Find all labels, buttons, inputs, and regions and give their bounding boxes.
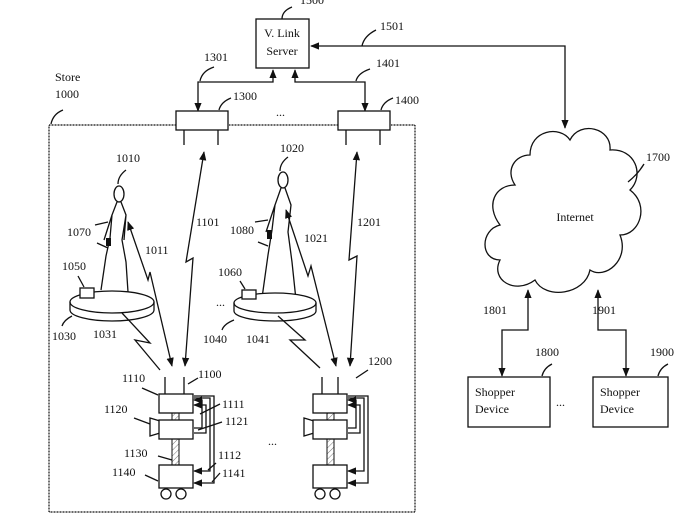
platform-1030-ref: 1030 bbox=[52, 329, 76, 343]
platform-link-1041-ref: 1041 bbox=[246, 332, 270, 346]
robot-1200: 1200 bbox=[303, 354, 392, 500]
unit-1112-ref: 1112 bbox=[218, 448, 241, 462]
link-1101-ref: 1101 bbox=[196, 215, 220, 229]
shopper-device-1800: Shopper Device 1800 bbox=[467, 345, 559, 428]
mannequin-1020: 1020 1080 1060 ... 1040 1041 bbox=[203, 141, 317, 346]
shopper-device-1800-ref: 1800 bbox=[535, 345, 559, 359]
mannequin-1010-ref: 1010 bbox=[116, 151, 140, 165]
store-ref: 1000 bbox=[55, 87, 79, 101]
internet-label: Internet bbox=[556, 210, 594, 224]
shopper-device-1900-ref: 1900 bbox=[650, 345, 674, 359]
shopper-device-1900-label1: Shopper bbox=[600, 385, 640, 399]
unit-1130-ref: 1130 bbox=[124, 446, 148, 460]
shopper-device-links: 1801 1901 bbox=[483, 289, 630, 377]
platform-link-1031-ref: 1031 bbox=[93, 327, 117, 341]
server-label-line1: V. Link bbox=[264, 26, 300, 40]
platform-1040-ref: 1040 bbox=[203, 332, 227, 346]
link-1801-ref: 1801 bbox=[483, 303, 507, 317]
unit-1140-ref: 1140 bbox=[112, 465, 136, 479]
server-ref: 1500 bbox=[300, 0, 324, 7]
link-1401-ref: 1401 bbox=[376, 56, 400, 70]
link-1011-ref: 1011 bbox=[145, 243, 169, 257]
unit-1110-ref: 1110 bbox=[122, 371, 145, 385]
store: Store 1000 bbox=[48, 70, 416, 513]
shopper-device-1800-label1: Shopper bbox=[475, 385, 515, 399]
internet-ref: 1700 bbox=[646, 150, 670, 164]
shopper-device-1900: Shopper Device 1900 bbox=[592, 345, 674, 428]
unit-1120-ref: 1120 bbox=[104, 402, 128, 416]
server-internet-link: 1501 bbox=[310, 19, 569, 129]
gateway-1400-ref: 1400 bbox=[395, 93, 419, 107]
robot-1100: 1100 1110 1111 1120 1121 1130 1112 1140 … bbox=[104, 367, 249, 500]
unit-1121-ref: 1121 bbox=[225, 414, 249, 428]
camera-1050-ref: 1050 bbox=[62, 259, 86, 273]
shopper-device-1900-label2: Device bbox=[600, 402, 634, 416]
gateway-1300: 1300 bbox=[175, 89, 257, 145]
shopper-device-1800-label2: Device bbox=[475, 402, 509, 416]
store-label: Store bbox=[55, 70, 80, 84]
wearable-1080-ref: 1080 bbox=[230, 223, 254, 237]
link-1201-ref: 1201 bbox=[357, 215, 381, 229]
robot-1200-ref: 1200 bbox=[368, 354, 392, 368]
gateway-1300-ref: 1300 bbox=[233, 89, 257, 103]
internet-cloud: Internet 1700 bbox=[484, 128, 670, 293]
camera-1060-ref: 1060 bbox=[218, 265, 242, 279]
link-1501-ref: 1501 bbox=[380, 19, 404, 33]
mannequin-1010: 1010 1070 1050 1030 1031 bbox=[52, 151, 155, 343]
wearable-1070-ref: 1070 bbox=[67, 225, 91, 239]
robot-ellipsis: ... bbox=[268, 434, 277, 448]
unit-1111-ref: 1111 bbox=[222, 397, 245, 411]
mannequin-ellipsis: ... bbox=[216, 295, 225, 309]
unit-1141-ref: 1141 bbox=[222, 466, 246, 480]
server-label-line2: Server bbox=[266, 44, 297, 58]
link-1021-ref: 1021 bbox=[304, 231, 328, 245]
mannequin-1020-ref: 1020 bbox=[280, 141, 304, 155]
link-1301-ref: 1301 bbox=[204, 50, 228, 64]
vlink-server: V. Link Server 1500 bbox=[255, 0, 324, 69]
gateway-ellipsis: ... bbox=[276, 105, 285, 119]
gateway-links: 1301 1401 bbox=[194, 50, 400, 112]
link-1901-ref: 1901 bbox=[592, 303, 616, 317]
wireless-links: 1011 1101 1021 1201 bbox=[121, 151, 381, 371]
robot-1100-ref: 1100 bbox=[198, 367, 222, 381]
device-ellipsis: ... bbox=[556, 395, 565, 409]
gateway-1400: 1400 bbox=[337, 93, 419, 145]
